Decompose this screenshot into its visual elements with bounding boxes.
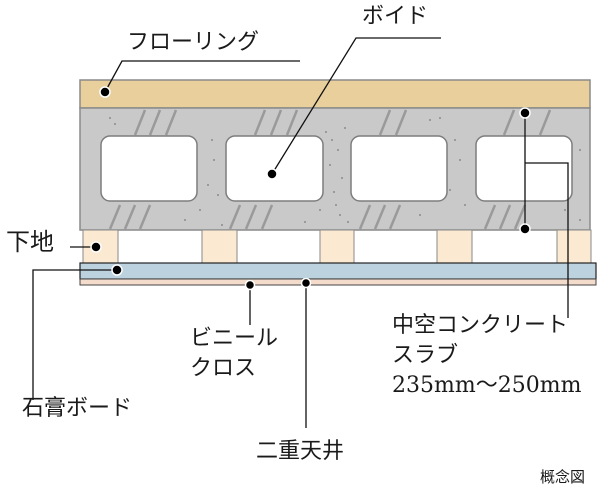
base-supports (82, 229, 592, 264)
label-gypsum-board: 石膏ボード (22, 396, 133, 421)
void-1 (100, 135, 198, 202)
label-conceptual-note: 概念図 (540, 468, 586, 486)
gypsum-board-layer (79, 262, 597, 280)
slab-hatching (108, 109, 552, 230)
void-2 (225, 135, 324, 202)
void-4 (475, 135, 573, 202)
void-3 (350, 135, 448, 202)
flooring-layer (79, 79, 591, 109)
label-vinyl-cloth: ビニール クロス (190, 326, 279, 381)
label-hollow-concrete-slab: 中空コンクリート スラブ 235mm～250mm (392, 313, 582, 398)
callout-dots (90, 86, 531, 291)
label-void: ボイド (362, 4, 429, 29)
label-base: 下地 (6, 228, 54, 256)
label-flooring: フローリング (127, 30, 260, 55)
label-double-ceiling: 二重天井 (256, 439, 345, 464)
leader-lines (32, 37, 569, 428)
voids (100, 135, 573, 202)
vinyl-cloth-layer (79, 278, 597, 286)
